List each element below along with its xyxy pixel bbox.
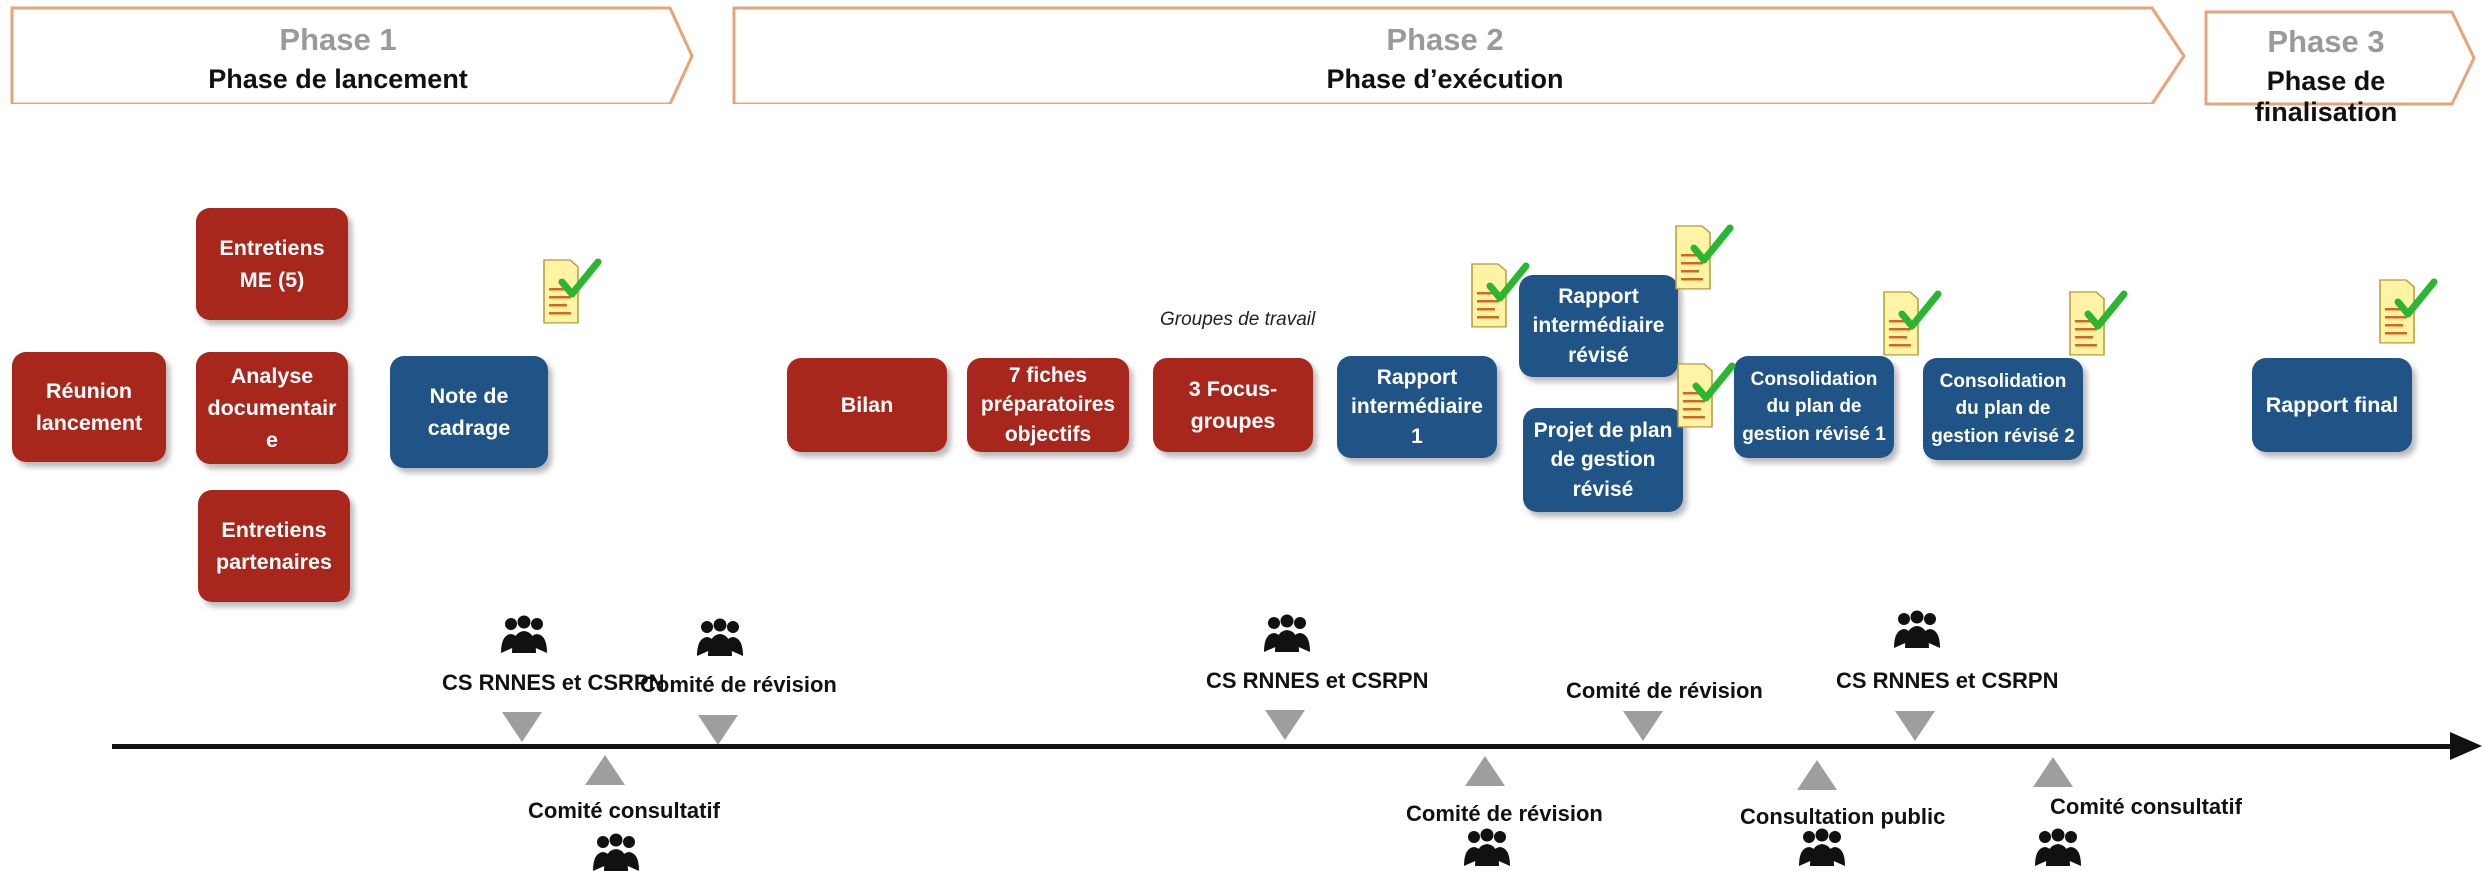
group-people-icon [2035, 828, 2081, 866]
step-bilan: Bilan [787, 358, 947, 452]
step-reunion-lancement: Réunion lancement [12, 352, 166, 462]
event-label-above: CS RNNES et CSRPN [1836, 668, 2059, 693]
phase-1-name: Phase de lancement [208, 64, 468, 94]
document-check-icon [543, 258, 602, 324]
event-label-above: Comité de révision [1566, 678, 1763, 703]
event-label-above: Comité de révision [640, 672, 837, 697]
milestone-up-marker [585, 755, 625, 785]
event-label-below: Consultation public [1740, 804, 1946, 829]
step-7-fiches: 7 fiches préparatoires objectifs [967, 358, 1129, 452]
milestone-down-marker [698, 715, 738, 745]
step-consolidation-2: Consolidation du plan de gestion révisé … [1923, 358, 2083, 460]
step-note-cadrage: Note de cadrage [390, 356, 548, 468]
event-label-above: CS RNNES et CSRPN [442, 670, 665, 695]
phase-1-number: Phase 1 [279, 22, 397, 57]
group-people-icon [501, 615, 547, 653]
timeline-axis [112, 744, 2472, 749]
timeline-arrowhead [2450, 732, 2482, 760]
phase-1-banner: Phase 1 Phase de lancement [8, 4, 698, 104]
phase-2-banner: Phase 2 Phase d’exécution [730, 4, 2190, 104]
event-label-below: Comité de révision [1406, 801, 1603, 826]
phase-3-name: Phase de finalisation [2254, 66, 2398, 127]
milestone-down-marker [502, 712, 542, 742]
milestone-up-marker [2033, 757, 2073, 787]
group-people-icon [1464, 828, 1510, 866]
milestone-down-marker [1623, 711, 1663, 741]
milestone-down-marker [1895, 711, 1935, 741]
document-check-icon [2379, 278, 2438, 344]
document-check-icon [1471, 262, 1530, 328]
step-rapport-intermediaire-1: Rapport intermédiaire 1 [1337, 356, 1497, 458]
group-people-icon [593, 833, 639, 871]
phase-3-arrow-shape [2204, 10, 2476, 106]
group-people-icon [1799, 828, 1845, 866]
step-rapport-final: Rapport final [2252, 358, 2412, 452]
step-consolidation-1: Consolidation du plan de gestion révisé … [1734, 356, 1894, 458]
event-label-below: Comité consultatif [2050, 794, 2242, 819]
phase-1-arrow-shape [10, 6, 694, 104]
document-check-icon [1883, 290, 1942, 356]
group-people-icon [1264, 614, 1310, 652]
event-label-below: Comité consultatif [528, 798, 720, 823]
document-check-icon [2069, 290, 2128, 356]
milestone-down-marker [1265, 710, 1305, 740]
step-3-focus-groupes: 3 Focus- groupes [1153, 358, 1313, 452]
step-entretiens-me: Entretiens ME (5) [196, 208, 348, 320]
phase-2-name: Phase d’exécution [1326, 64, 1564, 94]
phase-2-arrow-shape [732, 6, 2186, 104]
milestone-up-marker [1797, 760, 1837, 790]
step-rapport-intermediaire-revise: Rapport intermédiaire révisé [1519, 275, 1678, 377]
phase-3-banner: Phase 3 Phase de finalisation [2202, 8, 2480, 127]
milestone-up-marker [1465, 756, 1505, 786]
step-analyse-documentaire: Analyse documentair e [196, 352, 348, 464]
phase-2-number: Phase 2 [1386, 22, 1504, 57]
document-check-icon [1677, 362, 1736, 428]
groupes-de-travail-label: Groupes de travail [1160, 309, 1316, 330]
step-entretiens-partenaires: Entretiens partenaires [198, 490, 350, 602]
event-label-above: CS RNNES et CSRPN [1206, 668, 1429, 693]
group-people-icon [697, 618, 743, 656]
group-people-icon [1894, 610, 1940, 648]
phase-3-number: Phase 3 [2267, 24, 2385, 59]
document-check-icon [1675, 224, 1734, 290]
step-projet-plan-gestion: Projet de plan de gestion révisé [1523, 408, 1683, 512]
